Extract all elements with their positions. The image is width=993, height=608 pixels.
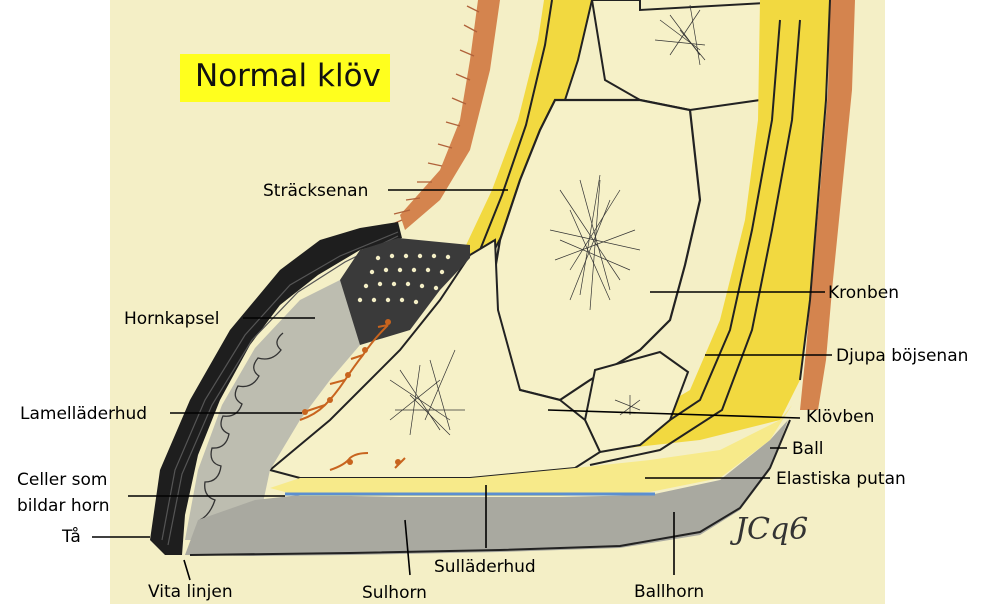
label-celler-line2: bildar horn [17,496,109,516]
label-stracksenan: Sträcksenan [263,181,368,201]
label-vita-linjen: Vita linjen [148,582,233,602]
label-klovben: Klövben [806,407,874,427]
label-ballhorn: Ballhorn [634,582,704,602]
label-ball: Ball [792,439,824,459]
label-celler-line1: Celler som [17,470,107,490]
label-sullaederhud: Sulläderhud [434,557,536,577]
label-sulhorn: Sulhorn [362,583,427,603]
artist-signature: JCq6 [735,512,808,547]
label-kronben: Kronben [828,283,899,303]
diagram-title: Normal klöv [195,58,381,94]
label-hornkapsel: Hornkapsel [124,309,219,329]
label-djupa-bojsenan: Djupa böjsenan [836,346,968,366]
label-elastiska-putan: Elastiska putan [776,469,906,489]
label-lamellaederhud: Lamelläderhud [20,404,147,424]
label-ta: Tå [62,527,81,547]
